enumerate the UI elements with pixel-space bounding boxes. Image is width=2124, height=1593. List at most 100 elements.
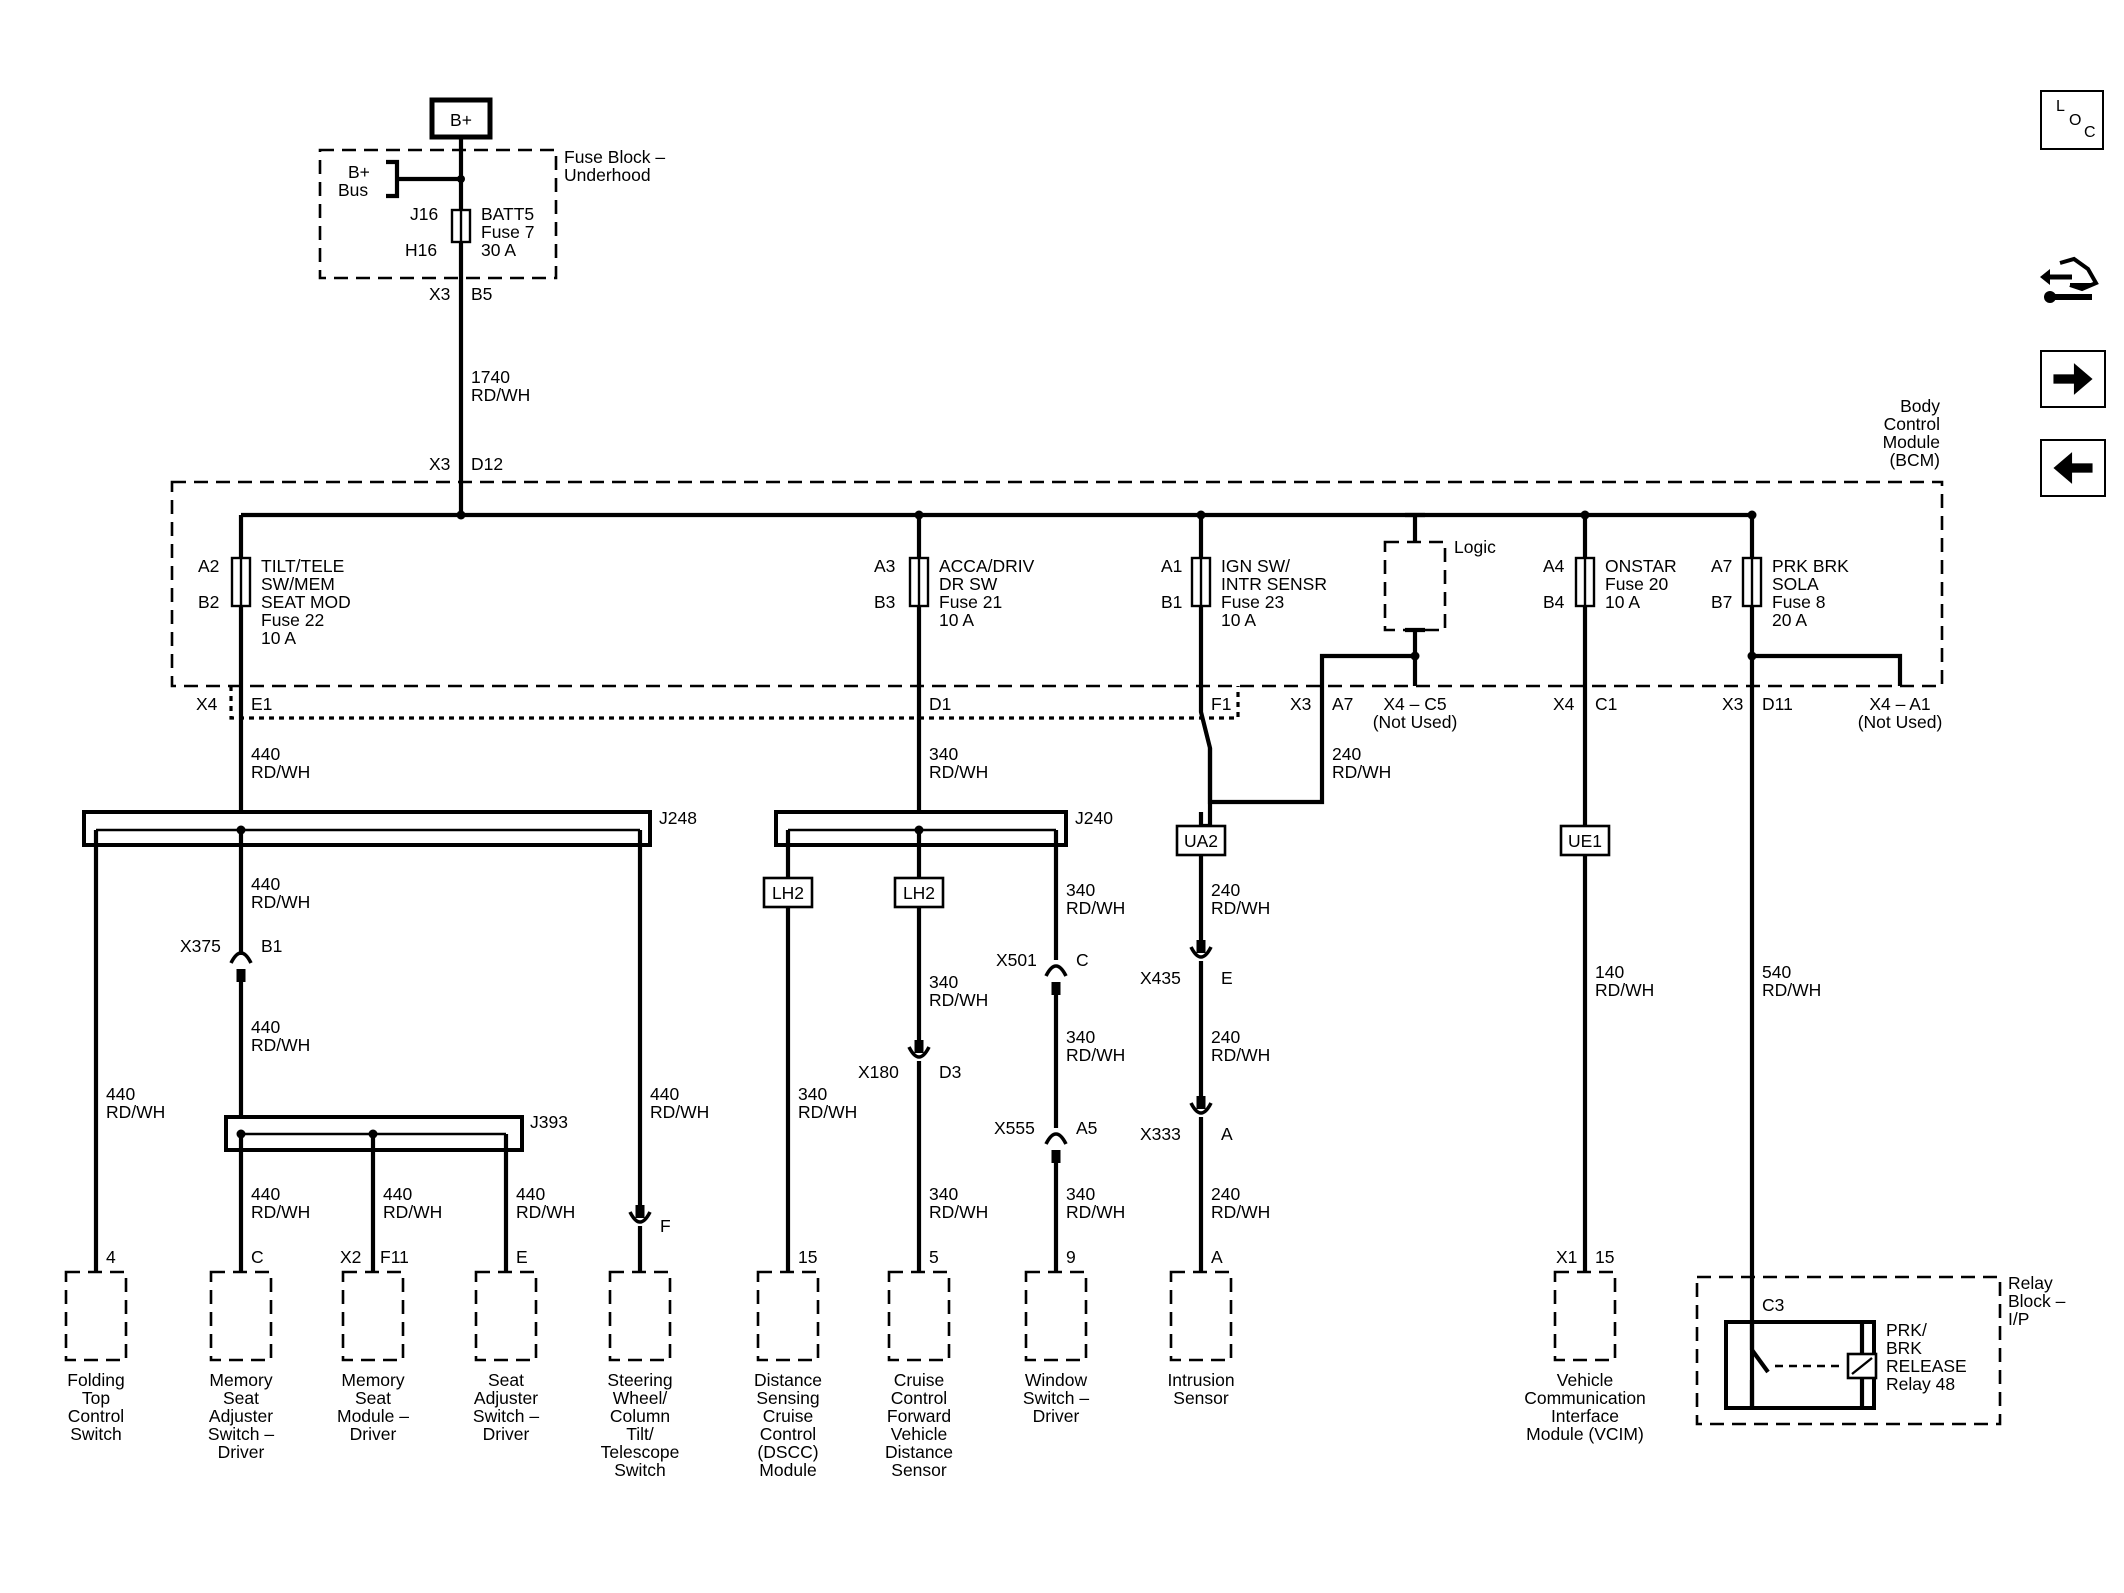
comp-folding-pin: 4 xyxy=(106,1247,116,1267)
relay-block-outline[interactable] xyxy=(1695,1275,2002,1426)
x555-connector-icon xyxy=(1044,1132,1068,1145)
comp-dscc-pin: 15 xyxy=(798,1247,817,1267)
previous-page-button[interactable] xyxy=(2040,439,2106,497)
fuse-22-line-5: 10 A xyxy=(261,628,296,648)
comp-steer-line-3: Column xyxy=(610,1406,670,1426)
comp-msm-line-3: Module – xyxy=(337,1406,409,1426)
component-intrusion-sensor[interactable] xyxy=(1169,1270,1233,1362)
x501-name: X501 xyxy=(996,950,1037,970)
splice-j248 xyxy=(82,810,652,847)
conn-e1-pin: E1 xyxy=(251,694,272,714)
relay-line-2: BRK xyxy=(1886,1338,1922,1358)
w340-2-circuit: 340 xyxy=(929,972,958,992)
component-window-switch[interactable] xyxy=(1024,1270,1088,1362)
w540-circuit: 540 xyxy=(1762,962,1791,982)
branch-240: 240 RD/WH UA2 240 RD/WH X435 E 240 RD/WH… xyxy=(1140,606,1391,1272)
x375-pin: B1 xyxy=(261,936,282,956)
relay-switch-contact xyxy=(1750,1348,1770,1374)
w440-3-color: RD/WH xyxy=(251,1035,310,1055)
w440-fold-color: RD/WH xyxy=(106,1102,165,1122)
w440-2-circuit: 440 xyxy=(251,874,280,894)
comp-dscc-line-2: Sensing xyxy=(756,1388,819,1408)
fuse-22-pin-top: A2 xyxy=(198,556,219,576)
comp-msm-conn: X2 xyxy=(340,1247,361,1267)
component-folding-top-switch[interactable] xyxy=(64,1270,128,1362)
relay-block-ip: Relay Block – I/P C3 PRK/ BRK RELEASE Re… xyxy=(1695,1273,2066,1426)
comp-vcim-line-2: Communication xyxy=(1524,1388,1646,1408)
w440-fold-circuit: 440 xyxy=(106,1084,135,1104)
w340-3-color: RD/WH xyxy=(929,1202,988,1222)
relay-line-4: Relay 48 xyxy=(1886,1374,1955,1394)
comp-steer-line-6: Switch xyxy=(614,1460,666,1480)
fuse-pin-bottom: H16 xyxy=(405,240,437,260)
fuse-23-line-1: IGN SW/ xyxy=(1221,556,1290,576)
component-dscc-module[interactable] xyxy=(756,1270,820,1362)
comp-sas-line-2: Adjuster xyxy=(474,1388,538,1408)
comp-steer-line-5: Telescope xyxy=(601,1442,680,1462)
fuse-block-pin: B5 xyxy=(471,284,492,304)
unused-a1-2: (Not Used) xyxy=(1858,712,1943,732)
w340-5-circuit: 340 xyxy=(1066,1027,1095,1047)
x180-name: X180 xyxy=(858,1062,899,1082)
w440-1-circuit: 440 xyxy=(251,744,280,764)
w340-5-color: RD/WH xyxy=(1066,1045,1125,1065)
component-seat-adjuster-switch[interactable] xyxy=(474,1270,538,1362)
components: 4 Folding Top Control Switch C Memory Se… xyxy=(64,1247,1646,1480)
w340-1-color: RD/WH xyxy=(929,762,988,782)
comp-intr-line-1: Intrusion xyxy=(1167,1370,1234,1390)
w240-3-color: RD/WH xyxy=(1211,1045,1270,1065)
comp-dscc-line-5: (DSCC) xyxy=(757,1442,818,1462)
w440-steer-color: RD/WH xyxy=(650,1102,709,1122)
arrow-right-icon xyxy=(2053,363,2093,395)
comp-folding-line-3: Control xyxy=(68,1406,124,1426)
branch-140: UE1 140 RD/WH xyxy=(1559,606,1654,1272)
comp-msm-line-1: Memory xyxy=(341,1370,404,1390)
component-vcim[interactable] xyxy=(1553,1270,1617,1362)
comp-intr-pin: A xyxy=(1211,1247,1223,1267)
comp-ccfd-line-2: Control xyxy=(891,1388,947,1408)
fuse-23-line-4: 10 A xyxy=(1221,610,1256,630)
w440-sas-circuit: 440 xyxy=(516,1184,545,1204)
w340-dscc-circuit: 340 xyxy=(798,1084,827,1104)
loc-letter-o: O xyxy=(2069,112,2082,129)
w140-circuit: 140 xyxy=(1595,962,1624,982)
comp-ccfd-line-4: Vehicle xyxy=(891,1424,947,1444)
conn-f1-pin: F1 xyxy=(1211,694,1231,714)
comp-dscc-line-3: Cruise xyxy=(763,1406,814,1426)
bcm-title-2: Control xyxy=(1884,414,1940,434)
connector-harness-icon[interactable] xyxy=(2040,256,2099,303)
conn-x3-d11-name: X3 xyxy=(1722,694,1743,714)
fuse-23-pin-bottom: B1 xyxy=(1161,592,1182,612)
splice-j240-label: J240 xyxy=(1075,808,1113,828)
component-cruise-distance-sensor[interactable] xyxy=(887,1270,951,1362)
fuse-23-line-3: Fuse 23 xyxy=(1221,592,1284,612)
comp-mssa-line-2: Seat xyxy=(223,1388,259,1408)
comp-steer-line-2: Wheel/ xyxy=(613,1388,668,1408)
component-memory-seat-adjuster-switch[interactable] xyxy=(209,1270,273,1362)
component-steering-column-switch[interactable] xyxy=(608,1270,672,1362)
location-button[interactable]: L O C xyxy=(2040,90,2104,150)
fuse-pin-top: J16 xyxy=(410,204,438,224)
comp-ccfd-line-1: Cruise xyxy=(894,1370,945,1390)
logic-label: Logic xyxy=(1454,537,1496,557)
fuse-22-pin-bottom: B2 xyxy=(198,592,219,612)
feed-wire-1740: 1740 RD/WH X3 D12 xyxy=(429,242,530,515)
x333-name: X333 xyxy=(1140,1124,1181,1144)
fuse-20-pin-top: A4 xyxy=(1543,556,1565,576)
w240-1-color: RD/WH xyxy=(1332,762,1391,782)
comp-intr-line-2: Sensor xyxy=(1173,1388,1229,1408)
w440-steer-circuit: 440 xyxy=(650,1084,679,1104)
w540-color: RD/WH xyxy=(1762,980,1821,1000)
x501-connector-icon xyxy=(1044,964,1068,977)
feed-color: RD/WH xyxy=(471,385,530,405)
component-memory-seat-module[interactable] xyxy=(341,1270,405,1362)
w340-4-color: RD/WH xyxy=(1066,898,1125,918)
w440-msm-color: RD/WH xyxy=(383,1202,442,1222)
fuse-block-conn: X3 xyxy=(429,284,450,304)
arrow-left-icon xyxy=(2053,452,2093,484)
relay-block-title-3: I/P xyxy=(2008,1309,2029,1329)
conn-x4-e1-name: X4 xyxy=(196,694,218,714)
w240-2-color: RD/WH xyxy=(1211,898,1270,918)
x435-pin: E xyxy=(1221,968,1233,988)
next-page-button[interactable] xyxy=(2040,350,2106,408)
